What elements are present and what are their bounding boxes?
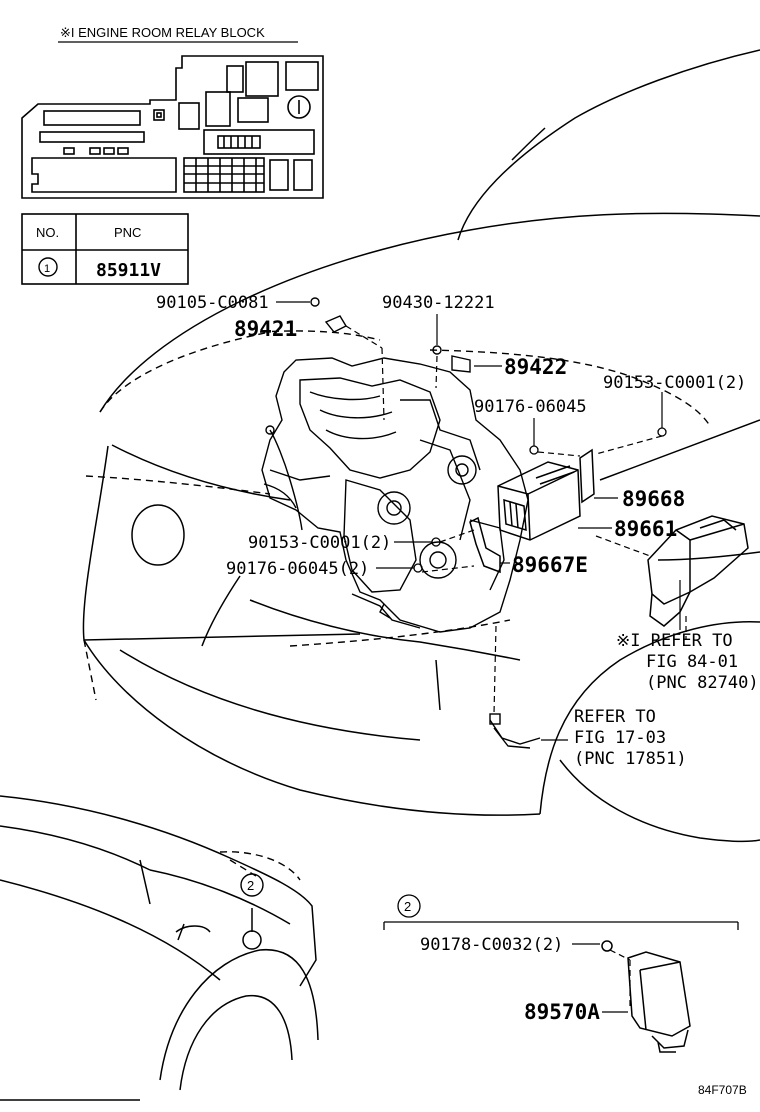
label-90153-c0001-a: 90153-C0001(2) [603,373,746,393]
label-90153-c0001-b: 90153-C0001(2) [248,533,391,553]
hood-opening-dashed [83,330,711,701]
bracket-89667e [469,516,501,574]
ref2-line1: REFER TO [574,707,656,727]
table-header-pnc: PNC [114,225,141,240]
label-89661: 89661 [614,517,677,541]
marker-2-circle-rear [240,873,264,897]
detail2-bracket [383,894,739,1013]
detail2-dashed [609,949,631,1010]
table-row-no: 1 [44,263,50,275]
label-90105-c0081: 90105-C0081 [156,293,269,313]
label-89570a: 89570A [524,1000,600,1024]
ref2-line3: (PNC 17851) [574,749,687,769]
ref2-line2: FIG 17-03 [574,728,666,748]
label-90430-12221: 90430-12221 [382,293,495,313]
relay-block-drawing [21,41,324,199]
dashed-leaders [345,325,687,715]
sensor-89422 [432,345,471,373]
ref1-line3: (PNC 82740) [646,673,759,693]
label-89667e: 89667E [512,553,588,577]
crank-sensor-wire [489,713,541,749]
pnc-table-grid [21,213,189,285]
relay-block-right [647,515,749,630]
label-89668: 89668 [622,487,685,511]
ecu-89661 [497,461,581,541]
label-90176-06045: 90176-06045 [474,397,587,417]
car-body-outline [82,49,760,843]
label-90176-06045-2: 90176-06045(2) [226,559,369,579]
marker-2-detail: 2 [404,899,411,914]
ref1-line2: FIG 84-01 [646,652,738,672]
module-89570a [601,940,691,1053]
bracket-89668 [579,448,595,504]
rear-car-outline [0,795,319,1101]
marker-2-rear: 2 [247,878,254,893]
rear-car-dashed [219,851,301,881]
sensor-89421 [310,297,347,333]
ref1-line1: ※I REFER TO [616,631,733,651]
table-row-pnc: 85911V [96,260,161,281]
figure-id: 84F707B [698,1083,747,1097]
engine-assembly [261,357,529,633]
table-header-no: NO. [36,225,59,240]
labels: ※I ENGINE ROOM RELAY BLOCK NO. PNC 1 859… [36,25,759,1097]
relay-block-title: ※I ENGINE ROOM RELAY BLOCK [60,25,265,40]
label-89421: 89421 [234,317,297,341]
label-89422: 89422 [504,355,567,379]
leader-lines [276,301,663,741]
label-90178-c0032: 90178-C0032(2) [420,935,563,955]
